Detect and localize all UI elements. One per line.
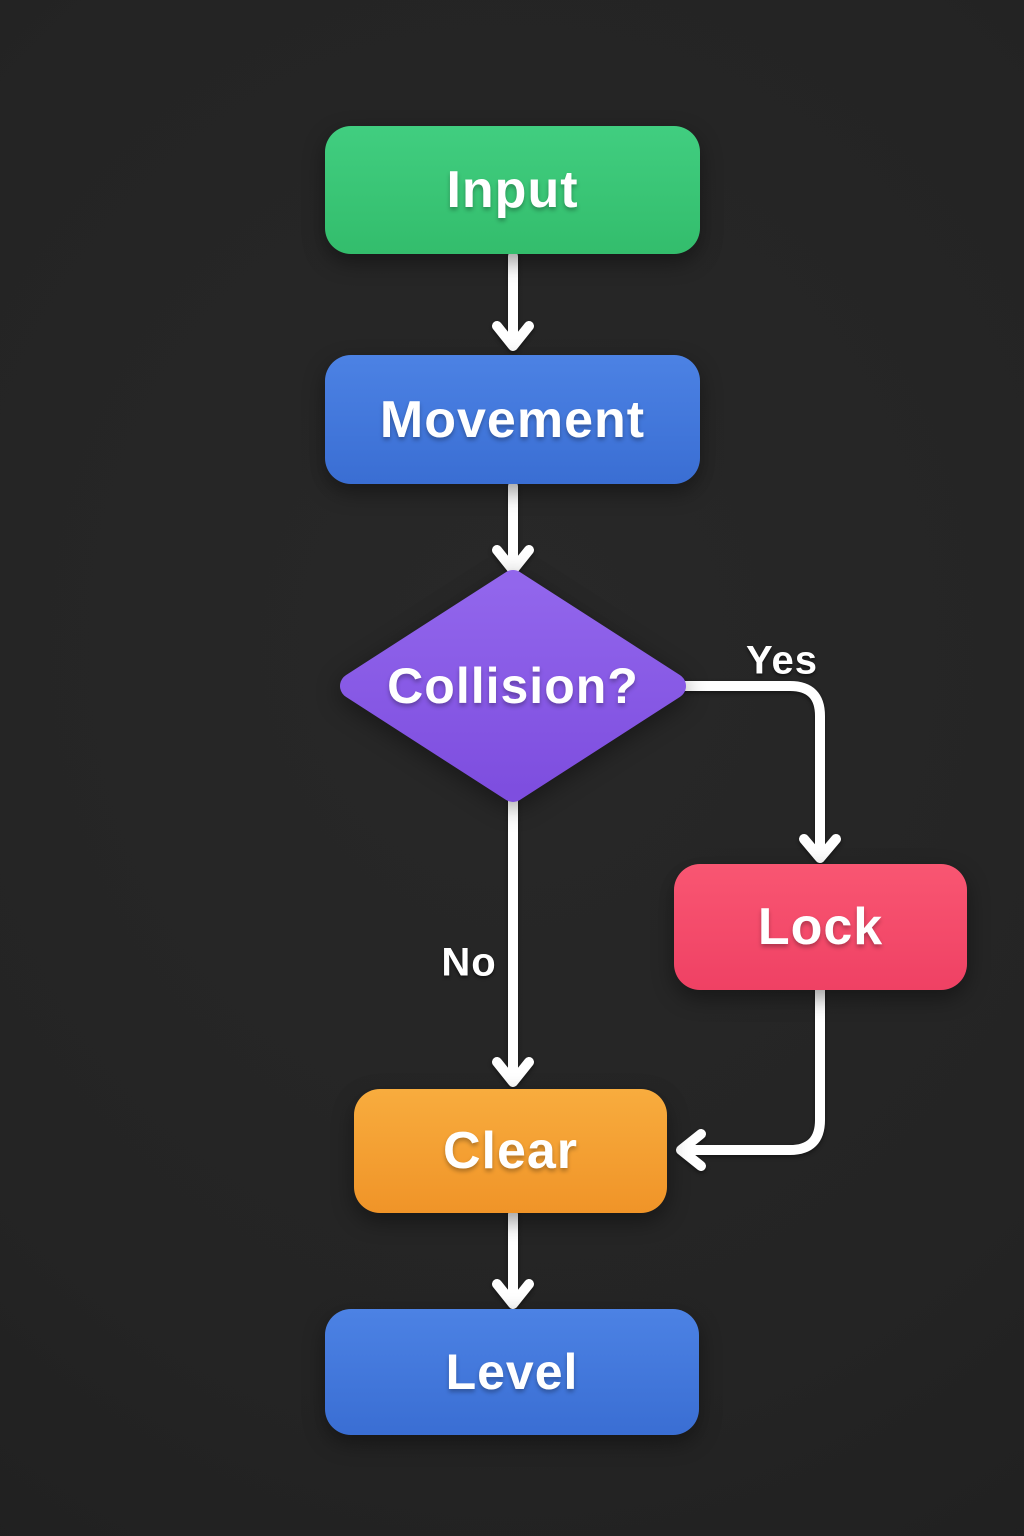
node-clear-label: Clear xyxy=(442,1122,579,1180)
node-lock: Lock xyxy=(674,864,967,990)
node-movement: Movement xyxy=(325,355,700,484)
arrow-collision-to-clear xyxy=(492,785,534,1087)
node-level: Level xyxy=(325,1309,699,1435)
flow-arrows xyxy=(492,251,841,1309)
arrow-clear-to-level xyxy=(492,1209,534,1309)
node-movement-label: Movement xyxy=(379,390,646,449)
node-lock-label: Lock xyxy=(757,898,884,956)
node-collision-label: Collision? xyxy=(387,658,639,714)
arrow-input-to-movement xyxy=(492,251,534,351)
node-level-label: Level xyxy=(445,1344,579,1400)
node-input-label: Input xyxy=(446,161,579,219)
node-input: Input xyxy=(325,126,700,254)
node-clear: Clear xyxy=(354,1089,667,1213)
collision-diamond-shape xyxy=(340,570,686,802)
edge-label-yes: Yes xyxy=(746,638,818,683)
node-collision: Collision? xyxy=(348,578,678,794)
arrow-lock-to-clear xyxy=(676,985,825,1171)
arrow-collision-to-lock xyxy=(667,681,841,863)
arrow-movement-to-collision xyxy=(492,481,534,575)
edge-label-no: No xyxy=(441,940,497,985)
